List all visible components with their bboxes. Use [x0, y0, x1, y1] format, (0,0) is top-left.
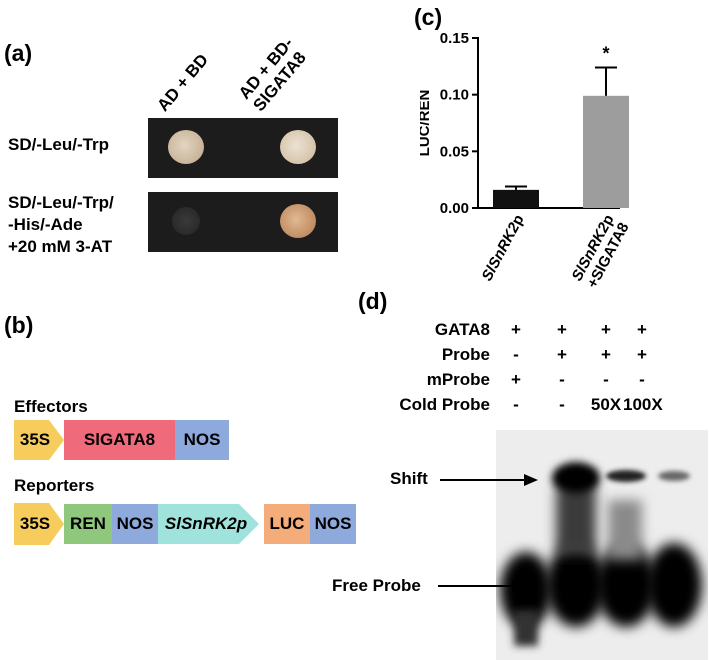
effector-construct-graphic: [14, 420, 229, 460]
bar-2: [583, 95, 629, 208]
effector-slgata8-gene: SlGATA8: [83, 430, 156, 449]
emsa-row-label: GATA8: [434, 320, 490, 339]
emsa-condition-table: GATA8 + + + + Probe - + + + mProbe + - - - Cold Probe - -…: [380, 320, 709, 430]
x-category-label-line: SlSnRK2p: [478, 212, 527, 284]
free-probe-band-lane1: [500, 552, 552, 628]
emsa-cell: -: [603, 370, 609, 389]
y-tick-label: 0.05: [440, 143, 469, 160]
emsa-cell: -: [513, 395, 519, 414]
reporters-title: Reporters: [14, 476, 95, 495]
reporter-luc-gene: LUC: [269, 514, 305, 533]
y-tick-label: 0.10: [440, 87, 469, 104]
emsa-cell: -: [513, 345, 519, 364]
emsa-cell: +: [637, 345, 647, 364]
effectors-title: Effectors: [14, 397, 88, 416]
x-category-label-1: SlSnRK2p: [478, 212, 527, 284]
gene-box-shape: [64, 420, 175, 460]
free-probe-band-lane4: [646, 543, 702, 627]
reporter-construct: 35S REN NOS SlSnRK2p LUC NOS: [14, 502, 359, 546]
promoter-arrow-shape: [14, 503, 64, 545]
nos-box-shape: [310, 504, 356, 544]
promoter-arrow-shape: [14, 420, 64, 460]
emsa-cell: 100X: [623, 395, 663, 414]
emsa-cell: +: [511, 370, 521, 389]
smear-lane2: [556, 485, 596, 555]
x-category-label-2: SlSnRK2p+SlGATA8: [568, 212, 632, 292]
y-tick-label: 0.00: [440, 200, 469, 217]
emsa-cell: +: [637, 320, 647, 339]
emsa-cell: -: [559, 395, 565, 414]
smear-lane3: [608, 500, 642, 560]
shift-label: Shift: [390, 469, 428, 488]
reporter-slsnrk2-promoter: SlSnRK2p: [164, 514, 248, 533]
yeast-colony: [280, 130, 316, 164]
free-probe-label: Free Probe: [332, 576, 421, 595]
reporter-construct-graphic: [14, 503, 356, 545]
free-probe-band-lane3: [596, 543, 656, 627]
row-label-sd-leu-trp: SD/-Leu/-Trp: [8, 135, 110, 154]
y-tick-label: 0.15: [440, 30, 469, 47]
yeast-plate-selective: [148, 192, 338, 252]
italic-gene-name: SlSnRK2: [478, 219, 523, 283]
emsa-cell: -: [559, 370, 565, 389]
emsa-cell: -: [639, 370, 645, 389]
panel-b-label: (b): [4, 312, 34, 338]
yeast-colony: [168, 130, 204, 164]
emsa-cell: +: [601, 345, 611, 364]
emsa-cell: +: [557, 320, 567, 339]
column-label-ad-bd-slgata8: AD + BD- SlGATA8: [234, 33, 310, 116]
yeast-colony-faint: [172, 207, 200, 235]
free-probe-band-lane2: [546, 543, 606, 627]
emsa-cell: +: [511, 320, 521, 339]
emsa-row-label: mProbe: [426, 370, 490, 389]
column-label-ad-bd: AD + BD: [153, 50, 213, 115]
reporter-nos-terminator-2: NOS: [314, 514, 352, 533]
snrk-promoter-arrow-shape: [158, 504, 259, 544]
panel-c-label: (c): [414, 4, 443, 30]
emsa-gel-bands: [500, 462, 702, 646]
nos-box-shape: [112, 504, 158, 544]
panel-a-label: (a): [4, 40, 33, 66]
ren-box-shape: [64, 504, 112, 544]
effector-35s-promoter: 35S: [19, 430, 51, 449]
shift-band-lane3: [606, 470, 646, 482]
emsa-row-label: Probe: [441, 345, 490, 364]
effector-construct: 35S SlGATA8 NOS: [14, 419, 254, 461]
free-probe-arrow: [438, 580, 526, 592]
luc-box-shape: [264, 504, 310, 544]
row-label-sd-selective: SD/-Leu/-Trp/ -His/-Ade +20 mM 3-AT: [8, 193, 114, 256]
yeast-colony: [280, 204, 316, 238]
emsa-gel-image: [496, 430, 708, 660]
reporter-ren-gene: REN: [70, 514, 106, 533]
effector-nos-terminator: NOS: [183, 430, 221, 449]
significance-star: *: [602, 43, 609, 63]
emsa-cell: +: [557, 345, 567, 364]
yeast-plate-nonselective: [148, 118, 338, 178]
y-axis-title: LUC/REN: [420, 90, 433, 157]
emsa-cell: 50X: [590, 395, 622, 414]
panel-d-label: (d): [358, 288, 388, 314]
reporter-35s-promoter: 35S: [19, 514, 51, 533]
emsa-cell: +: [601, 320, 611, 339]
lane1-tail: [514, 610, 538, 646]
terminator-box-shape: [175, 420, 229, 460]
emsa-row-label: Cold Probe: [399, 395, 490, 414]
bar-1: [493, 189, 539, 208]
reporter-nos-terminator: NOS: [116, 514, 154, 533]
shift-band-lane2: [552, 462, 600, 494]
shift-arrow: [440, 474, 538, 486]
shift-band-lane4: [658, 471, 690, 481]
